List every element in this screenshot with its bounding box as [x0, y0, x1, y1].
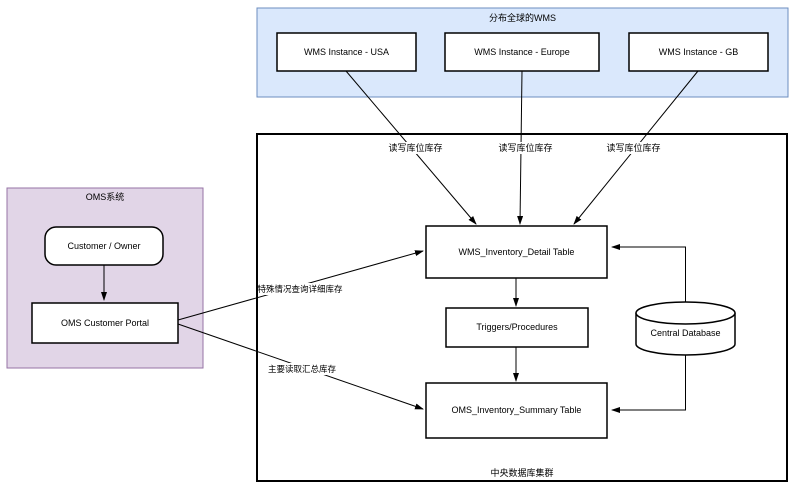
wms-inventory-detail-table-label: WMS_Inventory_Detail Table — [459, 247, 575, 257]
edge-label-bg-gb — [605, 142, 662, 154]
oms-inventory-summary-table-label: OMS_Inventory_Summary Table — [452, 405, 582, 415]
triggers-procedures-node — [445, 307, 589, 348]
edge-label-gb-to-detail: 读写库位库存 — [606, 142, 660, 153]
oms-customer-portal-label: OMS Customer Portal — [61, 318, 149, 328]
edge-label-portal-to-detail: 特殊情况查询详细库存 — [257, 284, 343, 294]
oms-customer-portal-node — [31, 302, 179, 344]
edge-label-bg-usa — [387, 142, 444, 154]
wms-inventory-detail-table-node — [425, 225, 608, 279]
customer-owner-node — [44, 226, 164, 266]
central-database-label: Central Database — [650, 328, 720, 338]
wms-instance-gb-label: WMS Instance - GB — [659, 47, 739, 57]
wms-group-title: 分布全球的WMS — [489, 12, 556, 23]
edge-label-bg-portal-detail — [258, 283, 342, 295]
central-database-cylinder-top — [635, 301, 736, 325]
edge-label-europe-to-detail: 读写库位库存 — [498, 142, 552, 153]
edge-label-bg-portal-summary — [268, 363, 336, 375]
wms-instance-usa-label: WMS Instance - USA — [304, 47, 389, 57]
edge-database-to-detail — [611, 244, 686, 302]
oms-inventory-summary-table-node — [425, 382, 608, 439]
edge-label-bg-europe — [497, 142, 554, 154]
central-database-cylinder-body — [635, 313, 736, 356]
edge-database-to-summary — [611, 355, 686, 413]
oms-group-title: OMS系统 — [86, 191, 125, 202]
edge-label-portal-to-summary: 主要读取汇总库存 — [268, 364, 337, 374]
edge-label-usa-to-detail: 读写库位库存 — [388, 142, 442, 153]
wms-instance-europe-node — [444, 32, 600, 72]
central-group-title: 中央数据库集群 — [490, 467, 553, 478]
wms-instance-europe-label: WMS Instance - Europe — [474, 47, 570, 57]
wms-instance-usa-node — [276, 32, 417, 72]
triggers-procedures-label: Triggers/Procedures — [476, 322, 558, 332]
customer-owner-label: Customer / Owner — [67, 241, 140, 251]
wms-instance-gb-node — [628, 32, 769, 72]
